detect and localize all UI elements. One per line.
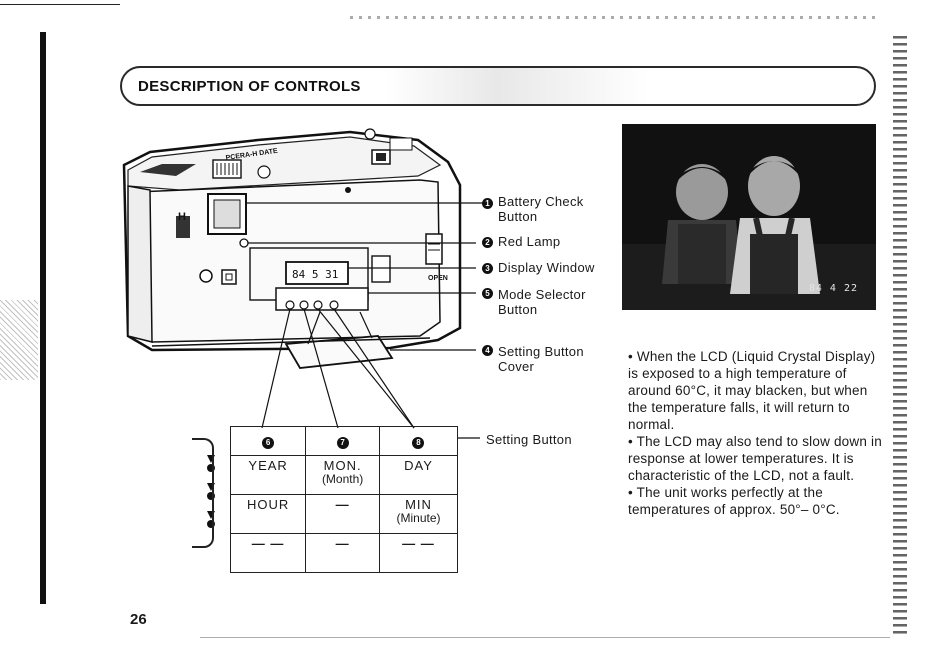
note-paragraph: • The LCD may also tend to slow down in … — [628, 434, 882, 483]
callout-label: Display Window — [498, 260, 595, 275]
table-cell: YEAR — [229, 455, 307, 495]
page-title: DESCRIPTION OF CONTROLS — [138, 78, 361, 95]
camera-lcd-readout: 84 5 31 — [292, 268, 338, 281]
note-paragraph: • When the LCD (Liquid Crystal Display) … — [628, 349, 876, 432]
header-marker-8: 8 — [412, 437, 425, 449]
table-cell: DAY — [378, 455, 459, 495]
callout-display-window: Display Window — [498, 260, 595, 275]
cell-main: HOUR — [246, 497, 290, 512]
table-cell: — — [305, 494, 380, 534]
callout-marker-2: 2 — [482, 237, 493, 248]
lcd-notes: • When the LCD (Liquid Crystal Display) … — [628, 348, 888, 518]
header-cell: 7 — [305, 426, 380, 456]
callout-label-line2: Button — [498, 302, 538, 317]
right-page-edge — [893, 36, 907, 636]
top-dotted-edge — [350, 16, 880, 19]
sample-photo: 84 4 22 — [622, 124, 876, 310]
camera-open-label: OPEN — [428, 275, 448, 282]
cell-main: — — [335, 497, 350, 512]
header-marker-6: 6 — [262, 437, 275, 449]
cell-main: — — [335, 536, 350, 551]
callout-label: Battery Check — [498, 194, 584, 209]
table-cell: MON.(Month) — [305, 455, 380, 495]
setting-table: 6 7 8 YEAR MON.(Month) DAY HOUR — MIN(Mi… — [229, 426, 459, 573]
table-cell: — — — [229, 533, 307, 573]
setting-button-label: Setting Button — [486, 432, 572, 447]
cell-main: — — — [402, 536, 435, 551]
bottom-rule — [200, 637, 890, 638]
callout-label: Red Lamp — [498, 234, 561, 249]
callout-label-line2: Cover — [498, 359, 535, 374]
cell-main: — — — [251, 536, 285, 551]
note-paragraph: • The unit works perfectly at the temper… — [628, 485, 840, 517]
page-number: 26 — [130, 611, 147, 628]
photo-date-imprint: 84 4 22 — [808, 283, 858, 294]
cell-main: YEAR — [248, 458, 288, 473]
callout-label: Setting Button — [498, 344, 584, 359]
setting-table-header: 6 7 8 — [229, 426, 459, 456]
svg-text:H: H — [178, 211, 186, 223]
mode-cycle-bracket — [192, 438, 214, 548]
left-halftone-edge — [0, 300, 38, 380]
top-rule — [0, 4, 120, 5]
table-cell: — — — [378, 533, 459, 573]
callout-marker-3: 3 — [482, 263, 493, 274]
cell-main: MIN — [405, 497, 432, 512]
table-cell: — — [305, 533, 380, 573]
table-row: — — — — — — [229, 533, 459, 573]
callout-marker-1: 1 — [482, 198, 493, 209]
callout-setting-button-cover: Setting Button Cover — [498, 344, 584, 374]
left-binding-bar — [40, 32, 46, 604]
heading-banner: DESCRIPTION OF CONTROLS — [120, 66, 876, 106]
callout-battery-check: Battery Check Button — [498, 194, 584, 224]
table-row: HOUR — MIN(Minute) — [229, 494, 459, 534]
header-cell: 8 — [378, 426, 459, 456]
table-cell: HOUR — [229, 494, 307, 534]
callout-marker-5: 5 — [482, 288, 493, 299]
callout-label: Mode Selector — [498, 287, 586, 302]
table-row: YEAR MON.(Month) DAY — [229, 455, 459, 495]
callout-mode-selector: Mode Selector Button — [498, 287, 586, 317]
children-photo-illustration — [622, 124, 876, 310]
header-marker-7: 7 — [336, 437, 349, 449]
cell-main: DAY — [404, 458, 433, 473]
callout-label-line2: Button — [498, 209, 538, 224]
cell-sub: (Month) — [321, 472, 364, 486]
table-cell: MIN(Minute) — [378, 494, 459, 534]
callout-red-lamp: Red Lamp — [498, 234, 560, 249]
cell-sub: (Minute) — [396, 511, 441, 525]
cell-main: MON. — [323, 458, 362, 473]
header-cell: 6 — [229, 426, 307, 456]
callout-marker-4: 4 — [482, 345, 493, 356]
